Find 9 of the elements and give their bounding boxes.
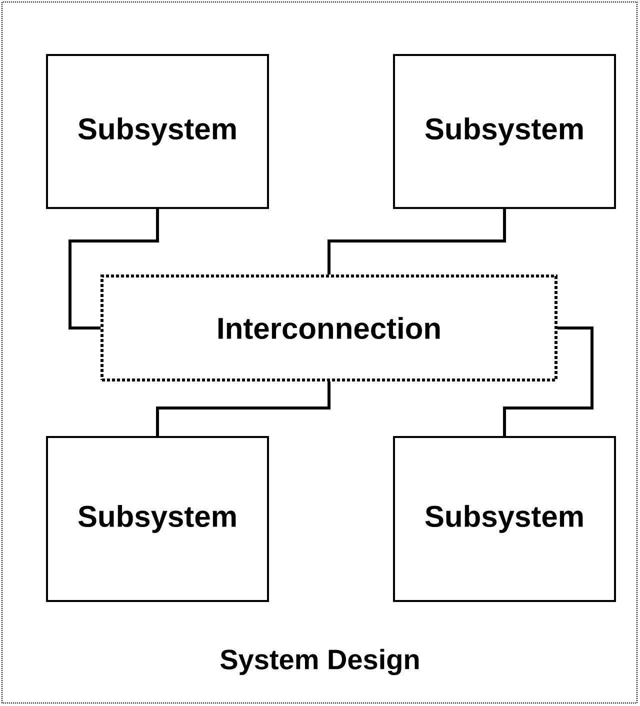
connector xyxy=(156,382,330,436)
subsystem-box: Subsystem xyxy=(393,54,616,209)
subsystem-box: Subsystem xyxy=(393,436,616,602)
connector xyxy=(68,209,159,330)
subsystem-box: Subsystem xyxy=(46,54,269,209)
connector xyxy=(503,326,594,436)
connector xyxy=(328,209,506,274)
subsystem-box: Subsystem xyxy=(46,436,269,602)
dotted-box: Interconnection xyxy=(100,274,558,382)
